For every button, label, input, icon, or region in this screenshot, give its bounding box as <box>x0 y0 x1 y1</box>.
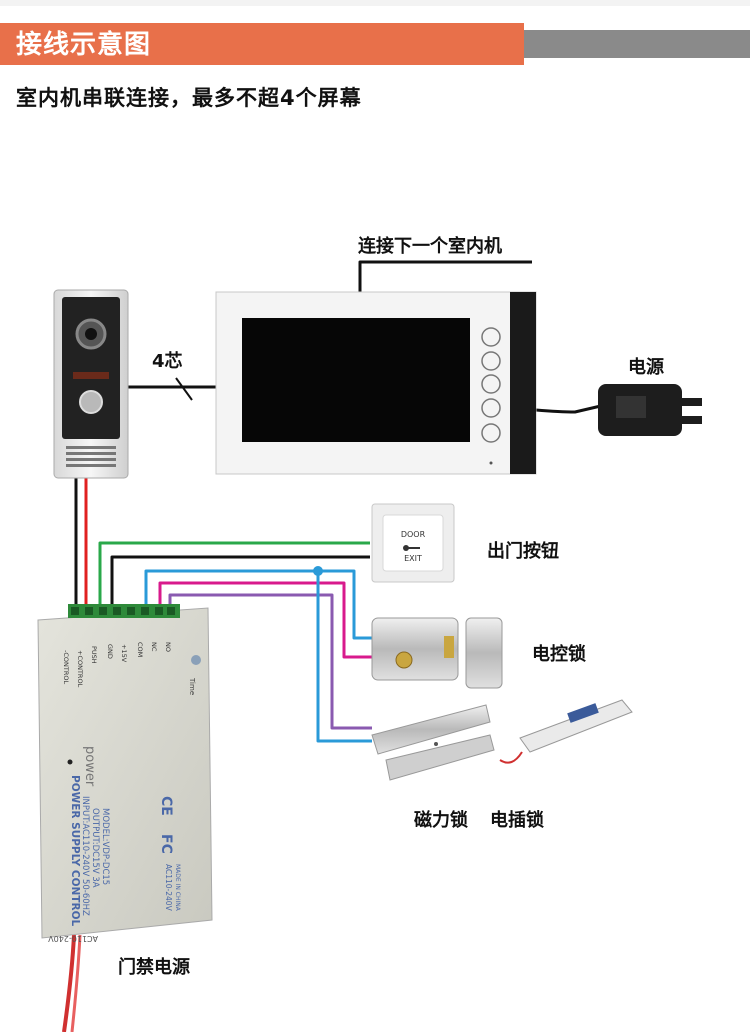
call-button-icon <box>79 390 103 414</box>
terminal-label: -CONTROL <box>62 650 70 684</box>
exit-button-text-exit: EXIT <box>404 554 422 563</box>
music-icon <box>481 351 501 371</box>
terminal-label: GND <box>106 644 114 659</box>
time-knob-icon <box>191 655 201 665</box>
psu-input: INPUT:AC110-240V 50-60HZ <box>80 796 90 916</box>
ac-label-bottom: AC110-240V <box>48 934 98 943</box>
doorbell-camera-unit <box>53 289 129 479</box>
terminal-label: COM <box>136 642 144 657</box>
wire-lock-magenta <box>158 581 372 659</box>
subtitle: 室内机串联连接，最多不超4个屏幕 <box>16 86 362 110</box>
terminal-label: NO <box>164 642 172 652</box>
wire-ac-input <box>62 934 76 1032</box>
power-supply-box: -CONTROL +CONTROL PUSH GND +15V COM NC N… <box>37 604 213 943</box>
header-gray-bar <box>524 30 750 58</box>
label-access-power: 门禁电源 <box>118 957 190 978</box>
wire-junction <box>313 566 323 576</box>
ac-label: AC110-240V <box>164 864 173 912</box>
psu-title: POWER SUPPLY CONTROL <box>69 775 81 927</box>
psu-output: OUTPUT:DC15V 3A <box>90 808 100 888</box>
wire-lock-blue <box>144 569 372 640</box>
wire-4-core-slash <box>175 377 193 401</box>
key-icon <box>481 398 501 418</box>
top-divider <box>0 0 750 6</box>
fc-mark: FC <box>158 834 174 854</box>
bolt-lock-device <box>499 699 633 764</box>
indoor-monitor <box>215 291 537 475</box>
terminal-label: +15V <box>120 644 128 663</box>
header-bar <box>0 23 524 65</box>
wire-power-adapter <box>535 403 606 414</box>
exit-button-text-door: DOOR <box>401 530 426 539</box>
wire-mag-blue <box>316 571 372 743</box>
label-four-core: 4芯 <box>152 351 183 372</box>
label-electric-lock: 电控锁 <box>532 644 586 665</box>
wire-next-monitor <box>358 260 532 292</box>
unlock-icon <box>481 327 501 347</box>
monitor-user-icon <box>481 374 501 394</box>
made-in-label: MADE IN CHINA <box>174 864 181 912</box>
label-power: 电源 <box>628 357 664 378</box>
terminal-label: NC <box>150 642 158 652</box>
exit-button-device: DOOR EXIT <box>371 503 455 583</box>
power-text: power <box>82 746 97 787</box>
phone-icon <box>481 423 501 443</box>
label-bolt-lock: 电插锁 <box>490 810 544 831</box>
page-title: 接线示意图 <box>16 30 152 60</box>
power-led-icon <box>67 759 73 765</box>
terminal-label: +CONTROL <box>76 650 84 688</box>
power-adapter-icon <box>598 384 702 436</box>
magnetic-lock-device <box>371 704 495 781</box>
wire-lock-purple <box>168 593 372 730</box>
time-label: Time <box>188 677 196 695</box>
terminal-label: PUSH <box>90 646 98 664</box>
electric-lock-device <box>371 617 503 689</box>
label-next-monitor: 连接下一个室内机 <box>358 236 502 257</box>
wire-exit-black <box>110 555 370 612</box>
psu-model: MODEL:VDP-DC15 <box>100 808 110 885</box>
ce-mark: CE <box>158 796 174 816</box>
label-magnetic-lock: 磁力锁 <box>414 810 468 831</box>
label-exit-button: 出门按钮 <box>487 541 559 562</box>
key-icon <box>403 545 420 551</box>
wires <box>62 260 606 1032</box>
wire-exit-green <box>98 541 370 612</box>
